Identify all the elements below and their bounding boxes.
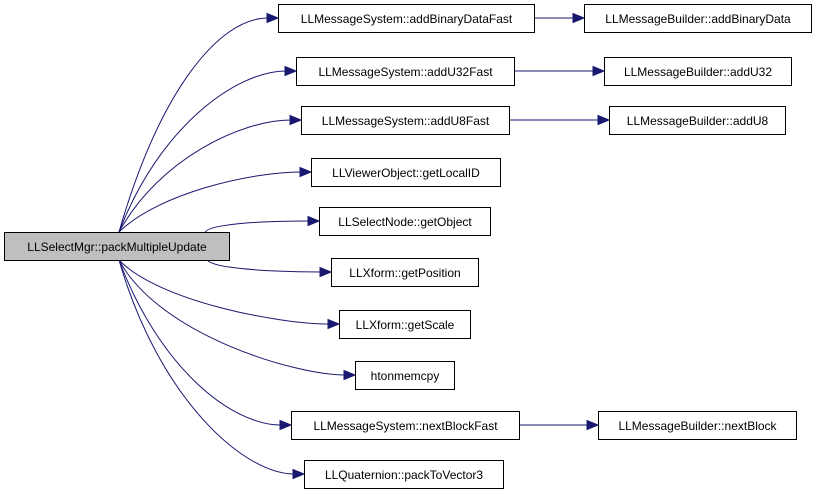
node-get-position[interactable]: LLXform::getPosition: [331, 258, 479, 287]
edge-root-to-ms-add-u32: [118, 70, 287, 233]
node-label: LLMessageSystem::addU32Fast: [318, 65, 493, 79]
call-nodes: LLSelectMgr::packMultipleUpdateLLMessage…: [4, 4, 812, 489]
edge-root-to-htonmemcpy-arrowhead: [343, 369, 357, 381]
node-box[interactable]: [291, 411, 520, 440]
node-box[interactable]: [296, 57, 515, 86]
node-label: LLSelectMgr::packMultipleUpdate: [27, 240, 207, 254]
node-box[interactable]: [319, 207, 491, 236]
edge-ms-add-binary-to-mb-add-binary-arrowhead: [572, 12, 586, 24]
node-root[interactable]: LLSelectMgr::packMultipleUpdate: [4, 232, 230, 261]
edge-ms-add-u8-to-mb-add-u8-arrowhead: [597, 114, 611, 126]
node-label: LLMessageBuilder::addU8: [627, 114, 769, 128]
edge-root-to-ms-next-block-arrowhead: [279, 419, 293, 431]
edge-root-to-pack-to-vector3-arrowhead: [292, 468, 306, 480]
node-box[interactable]: [278, 4, 535, 33]
node-box[interactable]: [609, 106, 786, 135]
node-box[interactable]: [311, 158, 501, 187]
edge-root-to-htonmemcpy: [118, 259, 346, 376]
node-ms-add-u32[interactable]: LLMessageSystem::addU32Fast: [296, 57, 515, 86]
node-box[interactable]: [304, 460, 504, 489]
node-htonmemcpy[interactable]: htonmemcpy: [355, 361, 455, 390]
node-box[interactable]: [301, 106, 510, 135]
node-box[interactable]: [604, 57, 792, 86]
node-label: LLViewerObject::getLocalID: [332, 166, 480, 180]
node-get-object[interactable]: LLSelectNode::getObject: [319, 207, 491, 236]
edge-root-to-get-position-arrowhead: [319, 266, 333, 278]
edge-root-to-pack-to-vector3: [118, 259, 295, 475]
node-mb-add-u8[interactable]: LLMessageBuilder::addU8: [609, 106, 786, 135]
edge-root-to-get-scale: [118, 259, 330, 325]
node-label: LLXform::getScale: [356, 318, 455, 332]
node-ms-next-block[interactable]: LLMessageSystem::nextBlockFast: [291, 411, 520, 440]
node-mb-add-binary[interactable]: LLMessageBuilder::addBinaryData: [584, 4, 812, 33]
node-label: LLSelectNode::getObject: [338, 215, 472, 229]
edge-root-to-ms-next-block: [118, 259, 282, 426]
edge-root-to-ms-add-u8: [118, 119, 292, 233]
edge-root-to-get-local-id-arrowhead: [299, 166, 313, 178]
edge-root-to-get-local-id: [118, 171, 302, 233]
node-label: LLMessageSystem::nextBlockFast: [313, 419, 498, 433]
node-mb-add-u32[interactable]: LLMessageBuilder::addU32: [604, 57, 792, 86]
node-ms-add-u8[interactable]: LLMessageSystem::addU8Fast: [301, 106, 510, 135]
node-get-local-id[interactable]: LLViewerObject::getLocalID: [311, 158, 501, 187]
node-label: htonmemcpy: [371, 369, 440, 383]
node-label: LLMessageSystem::addBinaryDataFast: [301, 12, 513, 26]
edge-root-to-ms-add-u8-arrowhead: [289, 114, 303, 126]
node-label: LLMessageSystem::addU8Fast: [322, 114, 490, 128]
node-mb-next-block[interactable]: LLMessageBuilder::nextBlock: [598, 411, 797, 440]
node-label: LLQuaternion::packToVector3: [325, 468, 483, 482]
node-box[interactable]: [331, 258, 479, 287]
edge-root-to-get-object-arrowhead: [307, 215, 321, 227]
node-label: LLMessageBuilder::addBinaryData: [605, 12, 791, 26]
node-box[interactable]: [355, 361, 455, 390]
edge-root-to-get-scale-arrowhead: [327, 318, 341, 330]
node-get-scale[interactable]: LLXform::getScale: [339, 310, 471, 339]
edge-ms-add-u32-to-mb-add-u32-arrowhead: [592, 65, 606, 77]
node-ms-add-binary[interactable]: LLMessageSystem::addBinaryDataFast: [278, 4, 535, 33]
edge-root-to-ms-add-binary: [118, 17, 269, 233]
node-box[interactable]: [584, 4, 812, 33]
node-pack-to-vector3[interactable]: LLQuaternion::packToVector3: [304, 460, 504, 489]
edge-ms-next-block-to-mb-next-block-arrowhead: [586, 419, 600, 431]
edge-root-to-ms-add-u32-arrowhead: [284, 65, 298, 77]
node-box[interactable]: [339, 310, 471, 339]
call-edges: [118, 12, 611, 480]
node-label: LLMessageBuilder::addU32: [624, 65, 772, 79]
node-box[interactable]: [4, 232, 230, 261]
node-label: LLXform::getPosition: [349, 266, 460, 280]
node-label: LLMessageBuilder::nextBlock: [618, 419, 777, 433]
edge-root-to-ms-add-binary-arrowhead: [266, 12, 280, 24]
node-box[interactable]: [598, 411, 797, 440]
